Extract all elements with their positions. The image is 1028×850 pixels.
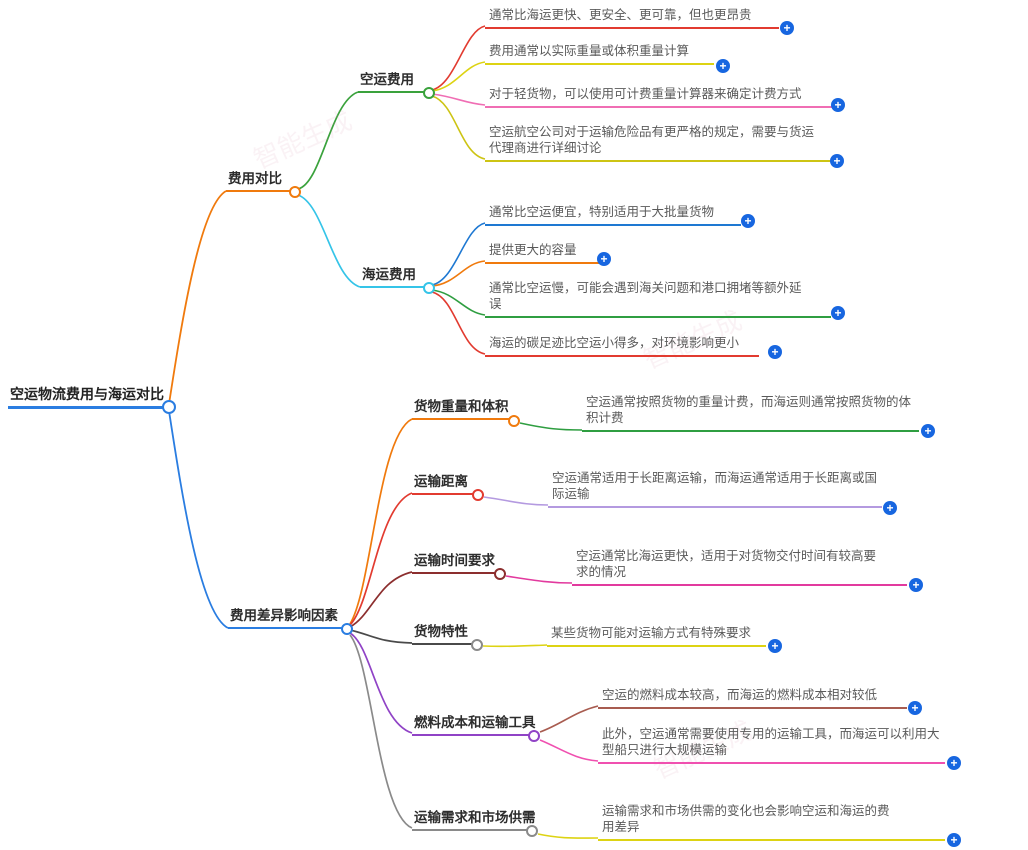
leaf-note: 通常比海运更快、更安全、更可靠，但也更昂贵 <box>485 7 779 29</box>
expand-button[interactable]: + <box>908 701 922 715</box>
expand-button[interactable]: + <box>830 154 844 168</box>
leaf-text: 空运航空公司对于运输危险品有更严格的规定，需要与货运代理商进行详细讨论 <box>489 125 815 155</box>
leaf-note: 空运航空公司对于运输危险品有更严格的规定，需要与货运代理商进行详细讨论 <box>485 124 834 162</box>
leaf-note: 空运通常比海运更快，适用于对货物交付时间有较高要求的情况 <box>572 548 907 586</box>
expand-button[interactable]: + <box>716 59 730 73</box>
leaf-text: 通常比空运便宜，特别适用于大批量货物 <box>489 205 715 219</box>
leaf-text: 空运通常按照货物的重量计费，而海运则通常按照货物的体积计费 <box>586 395 912 425</box>
leaf-text: 海运的碳足迹比空运小得多，对环境影响更小 <box>489 336 740 350</box>
root-topic[interactable]: 空运物流费用与海运对比 <box>8 385 166 409</box>
leaf-note: 空运通常适用于长距离运输，而海运通常适用于长距离或国际运输 <box>548 470 882 508</box>
expand-button[interactable]: + <box>909 578 923 592</box>
expand-button[interactable]: + <box>768 639 782 653</box>
factor-cargo-weight-volume[interactable]: 货物重量和体积 <box>412 398 511 420</box>
leaf-text: 提供更大的容量 <box>489 243 577 257</box>
leaf-note: 海运的碳足迹比空运小得多，对环境影响更小 <box>485 335 759 357</box>
leaf-text: 对于轻货物，可以使用可计费重量计算器来确定计费方式 <box>489 87 802 101</box>
node-circle[interactable] <box>423 282 435 294</box>
leaf-note: 通常比空运便宜，特别适用于大批量货物 <box>485 204 741 226</box>
branch-cost-difference-factors[interactable]: 费用差异影响因素 <box>228 607 345 629</box>
expand-button[interactable]: + <box>597 252 611 266</box>
expand-button[interactable]: + <box>947 756 961 770</box>
leaf-note: 某些货物可能对运输方式有特殊要求 <box>547 625 766 647</box>
branch-air-freight-cost[interactable]: 空运费用 <box>358 71 426 93</box>
expand-button[interactable]: + <box>921 424 935 438</box>
node-circle[interactable] <box>526 825 538 837</box>
leaf-text: 此外，空运通常需要使用专用的运输工具，而海运可以利用大型船只进行大规模运输 <box>602 727 940 757</box>
node-circle[interactable] <box>471 639 483 651</box>
expand-button[interactable]: + <box>947 833 961 847</box>
factor-transport-time-requirement[interactable]: 运输时间要求 <box>412 552 498 574</box>
expand-button[interactable]: + <box>831 98 845 112</box>
leaf-text: 运输需求和市场供需的变化也会影响空运和海运的费用差异 <box>602 804 890 834</box>
node-circle[interactable] <box>472 489 484 501</box>
node-circle[interactable] <box>289 186 301 198</box>
factor-transport-distance[interactable]: 运输距离 <box>412 473 474 495</box>
expand-button[interactable]: + <box>768 345 782 359</box>
leaf-text: 通常比海运更快、更安全、更可靠，但也更昂贵 <box>489 8 752 22</box>
leaf-text: 某些货物可能对运输方式有特殊要求 <box>551 626 752 640</box>
node-circle[interactable] <box>423 87 435 99</box>
node-circle[interactable] <box>508 415 520 427</box>
leaf-text: 空运通常适用于长距离运输，而海运通常适用于长距离或国际运输 <box>552 471 878 501</box>
leaf-text: 空运的燃料成本较高，而海运的燃料成本相对较低 <box>602 688 878 702</box>
leaf-note: 运输需求和市场供需的变化也会影响空运和海运的费用差异 <box>598 803 945 841</box>
node-circle[interactable] <box>494 568 506 580</box>
leaf-note: 此外，空运通常需要使用专用的运输工具，而海运可以利用大型船只进行大规模运输 <box>598 726 945 764</box>
leaf-note: 费用通常以实际重量或体积重量计算 <box>485 43 714 65</box>
leaf-note: 空运的燃料成本较高，而海运的燃料成本相对较低 <box>598 687 907 709</box>
node-circle[interactable] <box>528 730 540 742</box>
leaf-note: 对于轻货物，可以使用可计费重量计算器来确定计费方式 <box>485 86 832 108</box>
node-circle[interactable] <box>341 623 353 635</box>
leaf-text: 费用通常以实际重量或体积重量计算 <box>489 44 690 58</box>
branch-sea-freight-cost[interactable]: 海运费用 <box>360 266 426 288</box>
expand-button[interactable]: + <box>741 214 755 228</box>
expand-button[interactable]: + <box>831 306 845 320</box>
node-circle-root[interactable] <box>162 400 176 414</box>
factor-cargo-characteristics[interactable]: 货物特性 <box>412 623 474 645</box>
watermark: 智能生成 <box>249 105 357 175</box>
leaf-note: 提供更大的容量 <box>485 242 599 264</box>
leaf-note: 空运通常按照货物的重量计费，而海运则通常按照货物的体积计费 <box>582 394 919 432</box>
leaf-text: 空运通常比海运更快，适用于对货物交付时间有较高要求的情况 <box>576 549 877 579</box>
factor-fuel-cost-and-transport-tools[interactable]: 燃料成本和运输工具 <box>412 714 536 736</box>
branch-cost-comparison[interactable]: 费用对比 <box>226 170 292 192</box>
leaf-text: 通常比空运慢，可能会遇到海关问题和港口拥堵等额外延误 <box>489 281 802 311</box>
expand-button[interactable]: + <box>883 501 897 515</box>
factor-transport-demand-market-supply[interactable]: 运输需求和市场供需 <box>412 809 536 831</box>
expand-button[interactable]: + <box>780 21 794 35</box>
leaf-note: 通常比空运慢，可能会遇到海关问题和港口拥堵等额外延误 <box>485 280 831 318</box>
